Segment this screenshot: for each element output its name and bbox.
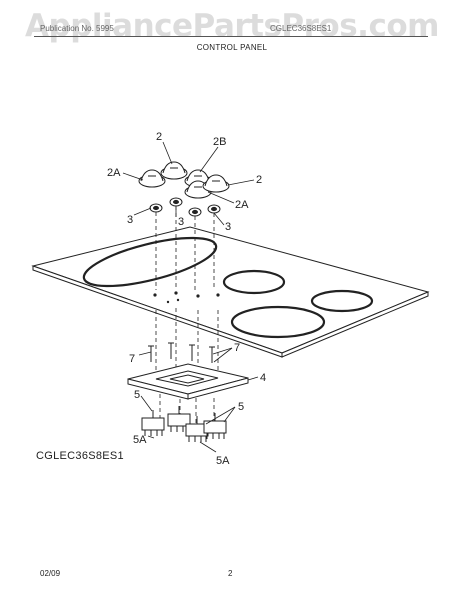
callout-5-left: 5 bbox=[134, 389, 140, 401]
callout-2a-left: 2A bbox=[107, 167, 121, 179]
callout-2-right: 2 bbox=[256, 174, 262, 186]
callout-2a-right: 2A bbox=[235, 199, 249, 211]
section-title: CONTROL PANEL bbox=[196, 43, 268, 52]
screws-7 bbox=[148, 342, 215, 363]
callout-5a-right: 5A bbox=[216, 455, 230, 467]
control-holes bbox=[153, 291, 220, 304]
burner-elements bbox=[82, 236, 374, 339]
callout-5a-left: 5A bbox=[133, 434, 147, 446]
leader-lines bbox=[122, 141, 259, 453]
callout-2-top: 2 bbox=[156, 131, 162, 143]
callout-3-mid: 3 bbox=[178, 216, 184, 228]
callout-7-right: 7 bbox=[234, 342, 240, 354]
knob-2-right bbox=[202, 174, 230, 193]
callout-3-right: 3 bbox=[225, 221, 231, 233]
callout-5-right: 5 bbox=[238, 401, 244, 413]
publication-label: Publication No. 5995 bbox=[40, 24, 114, 33]
knob-2a-left bbox=[138, 169, 166, 188]
bezel-3 bbox=[149, 197, 221, 217]
header-rule bbox=[34, 36, 428, 37]
callout-4: 4 bbox=[260, 372, 266, 384]
switch-left-5a bbox=[141, 410, 165, 436]
model-number: CGLEC36S8ES1 bbox=[36, 450, 124, 462]
callout-7-left: 7 bbox=[129, 353, 135, 365]
watermark-text: AppliancePartsPros.com bbox=[25, 8, 439, 44]
control-bracket-4 bbox=[127, 363, 249, 400]
revision-date: 02/09 bbox=[40, 569, 61, 578]
callout-3-left: 3 bbox=[127, 214, 133, 226]
page-number: 2 bbox=[228, 569, 233, 578]
knob-2-top bbox=[160, 161, 188, 180]
switch-right-b bbox=[203, 413, 227, 439]
callout-2b: 2B bbox=[213, 136, 226, 148]
header-model: CGLEC36S8ES1 bbox=[270, 24, 332, 33]
cooktop-glass bbox=[31, 226, 430, 358]
switch-center bbox=[167, 406, 191, 432]
